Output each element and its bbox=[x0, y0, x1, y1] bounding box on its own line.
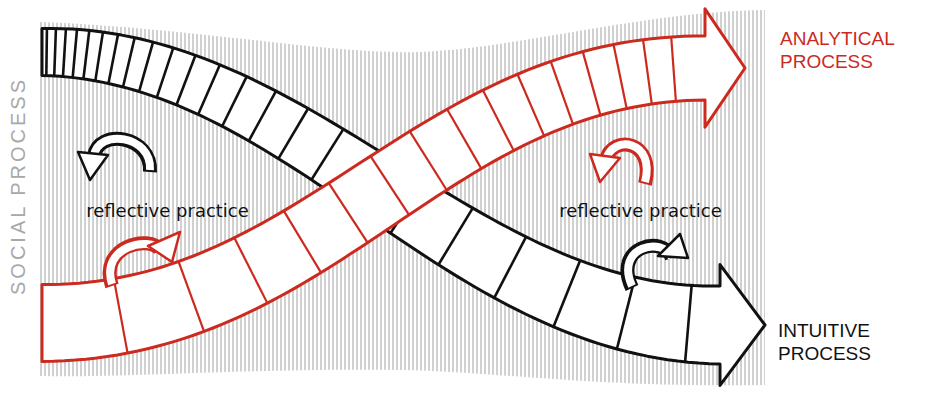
band-segment-line bbox=[553, 260, 580, 326]
analytical-band: ANALYTICAL PROCESS bbox=[40, 8, 768, 386]
band-segment-line bbox=[311, 129, 343, 180]
band-segment-line bbox=[45, 28, 48, 75]
band-segment-line bbox=[284, 211, 321, 273]
band-segment-line bbox=[234, 238, 267, 303]
band-segment-line bbox=[329, 183, 368, 243]
band-segment-line bbox=[390, 180, 425, 234]
cycle-label: reflective practice bbox=[50, 200, 285, 221]
band-segment-line bbox=[447, 109, 481, 168]
band-segment-line bbox=[410, 131, 447, 190]
band-segment-line bbox=[671, 37, 676, 101]
band-segment-line bbox=[179, 262, 204, 332]
band-segment-line bbox=[438, 208, 472, 265]
band-segment-line bbox=[198, 65, 220, 115]
band-segment-line bbox=[643, 40, 652, 104]
band-segment-line bbox=[583, 52, 601, 116]
cycle-arrow bbox=[110, 232, 180, 286]
band-segment-line bbox=[614, 44, 627, 108]
band-segment-line bbox=[114, 279, 128, 353]
band-segment-line bbox=[95, 32, 103, 81]
band-segment-line bbox=[249, 91, 276, 141]
band-segment-line bbox=[685, 285, 692, 361]
band-segment-line bbox=[517, 74, 544, 136]
band-segment-line bbox=[73, 29, 77, 77]
band-segment-line bbox=[54, 28, 56, 75]
band-segment-line bbox=[108, 34, 118, 83]
cycle-label: reflective practice bbox=[523, 200, 758, 221]
process-band-shape bbox=[40, 8, 768, 386]
band-segment-line bbox=[222, 77, 246, 127]
band-segment-line bbox=[349, 153, 383, 205]
band-segment-line bbox=[176, 55, 195, 105]
cycle-arrow bbox=[590, 144, 647, 184]
process-title: INTUITIVE PROCESS bbox=[778, 320, 918, 366]
social-process-area: SOCIAL PROCESSANALYTICAL PROCESSINTUITIV… bbox=[40, 8, 768, 386]
band-outline bbox=[42, 28, 765, 385]
cycle-arrow bbox=[78, 139, 150, 180]
band-segment-line bbox=[371, 156, 410, 215]
band-segment-line bbox=[83, 30, 89, 78]
band-segment-line bbox=[139, 42, 153, 91]
band-segment-line bbox=[63, 29, 66, 77]
process-title: ANALYTICAL PROCESS bbox=[780, 28, 920, 74]
band-segment-line bbox=[123, 38, 135, 87]
band-segment-line bbox=[494, 237, 526, 298]
process-title: SOCIAL PROCESS bbox=[5, 66, 31, 306]
cycle-arrow bbox=[627, 234, 688, 288]
band-segment-line bbox=[483, 90, 514, 150]
band-segment-line bbox=[278, 108, 308, 158]
band-segment-line bbox=[157, 48, 173, 98]
band-segment-line bbox=[551, 61, 573, 124]
